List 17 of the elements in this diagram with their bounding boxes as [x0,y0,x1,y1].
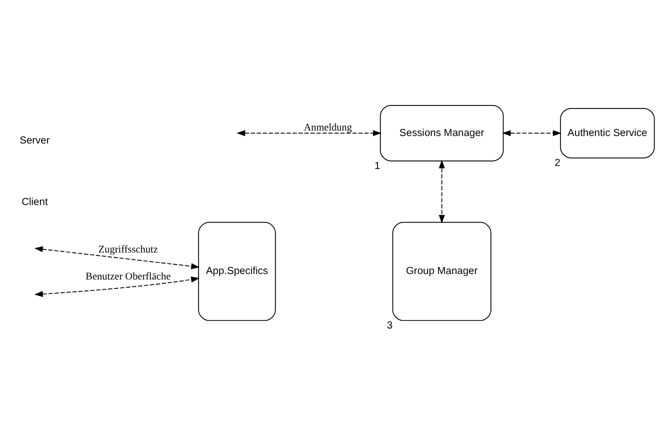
node-box: Sessions Manager [380,104,504,161]
node-label: 1 [374,160,380,172]
arrow [34,246,200,269]
node-label: 2 [554,158,560,169]
edge-label: Benutzer Oberfläche [86,271,171,282]
node-box: Group Manager [392,221,492,320]
edge-label: Zugriffsschutz [98,244,158,255]
edge-label: Anmeldung [304,122,352,133]
arrow [34,276,200,296]
arrow [438,159,445,224]
node-box: App.Specifics [198,221,276,320]
arrow [236,130,382,136]
node-box: Authentic Service [560,107,655,158]
arrow [502,130,562,136]
node-label: 3 [386,320,393,332]
label: Client [22,196,48,208]
label: Server [20,134,50,146]
